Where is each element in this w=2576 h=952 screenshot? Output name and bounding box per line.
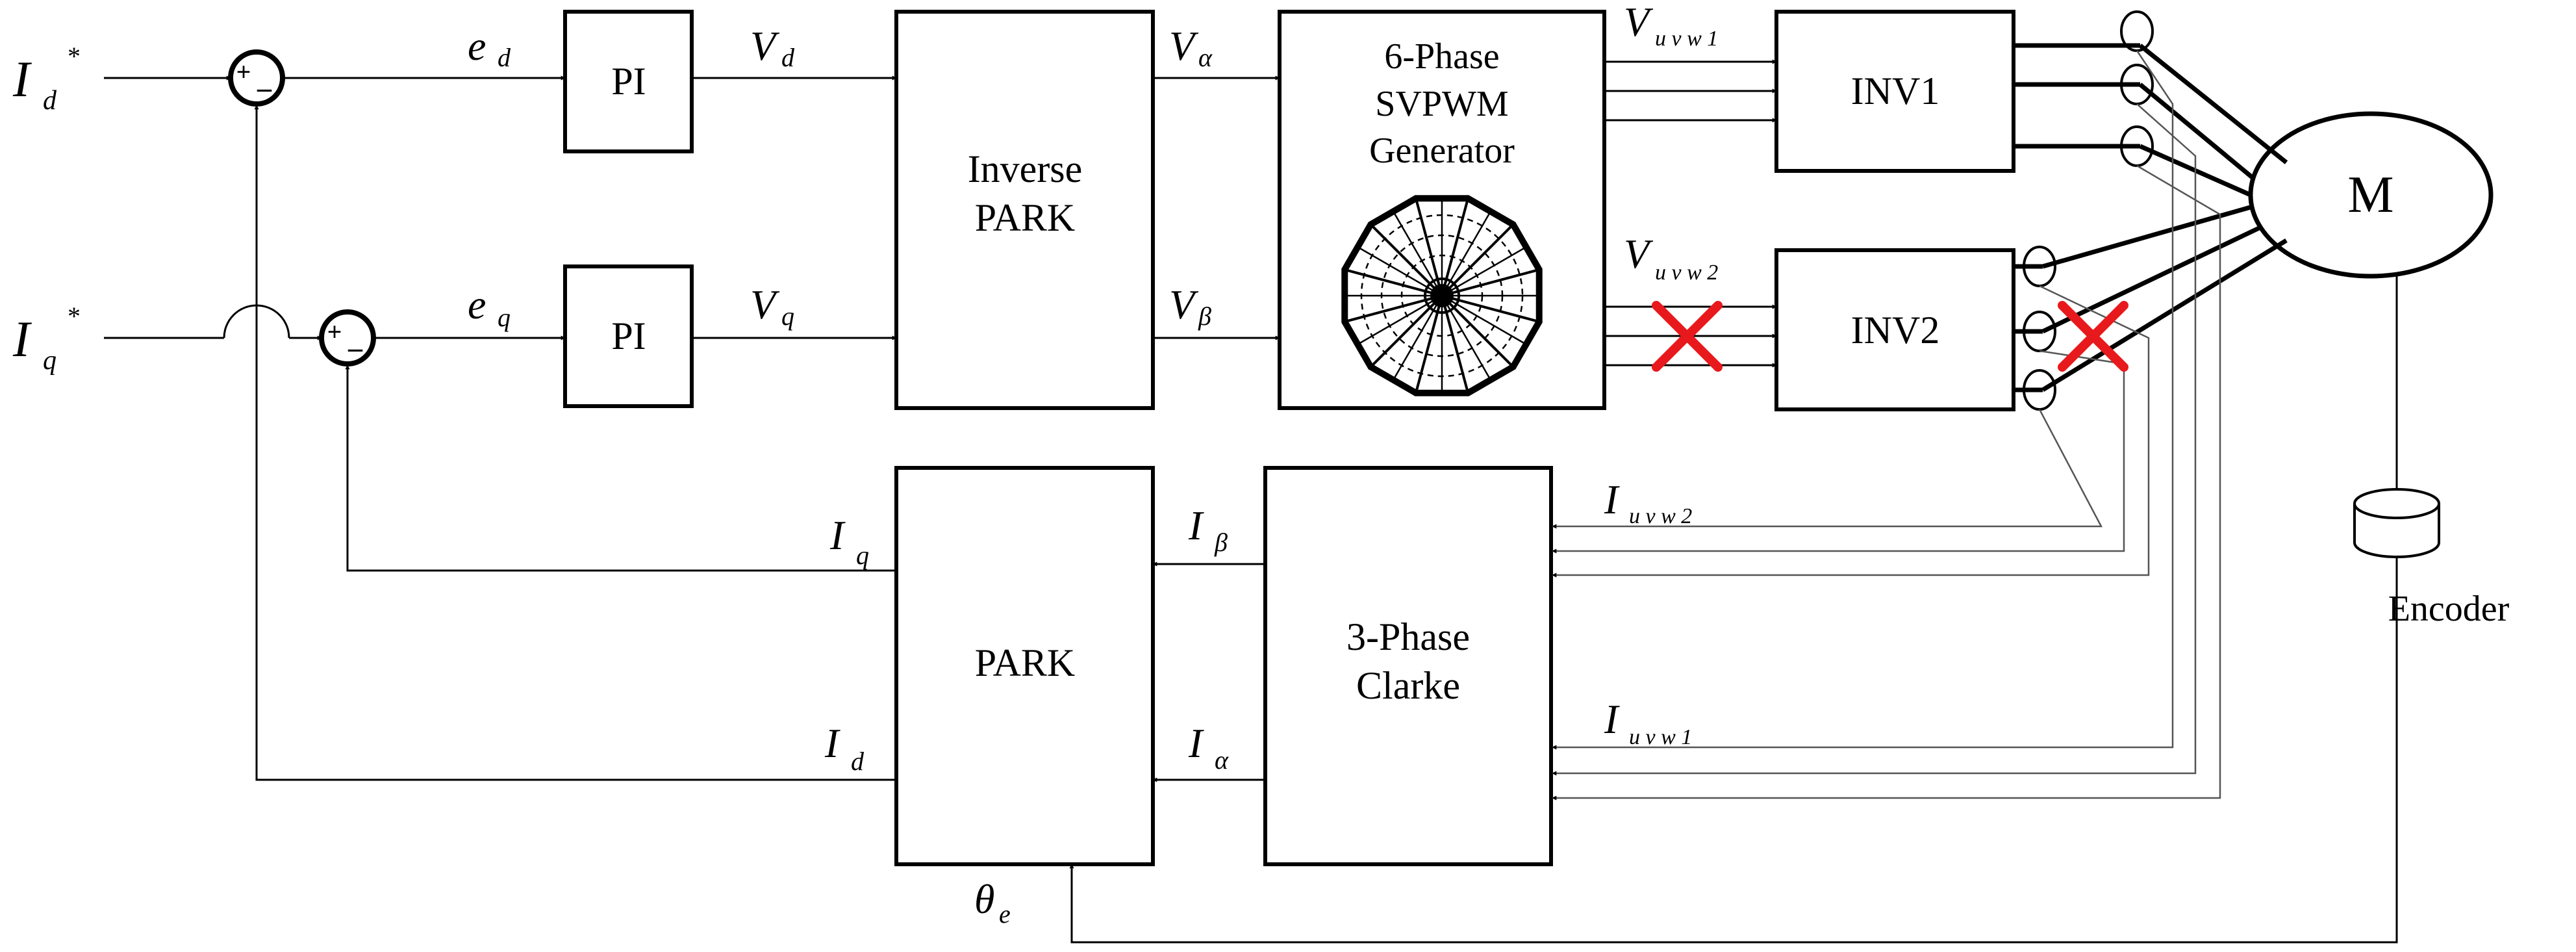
svg-text:*: * xyxy=(68,42,81,71)
svg-text:V: V xyxy=(1624,0,1654,45)
inv2-block: INV2 xyxy=(1774,248,2015,411)
svg-text:u v w 2: u v w 2 xyxy=(1629,504,1692,528)
v-uvw1-label: V u v w 1 xyxy=(1624,0,1718,51)
current-sensors xyxy=(2023,10,2154,411)
svg-text:I: I xyxy=(1604,696,1620,742)
eq-label: e q xyxy=(468,281,511,332)
svg-text:α: α xyxy=(1198,43,1213,72)
svg-text:I: I xyxy=(12,51,32,107)
svg-text:u v w 2: u v w 2 xyxy=(1655,261,1718,285)
current-feedback-wires xyxy=(1552,50,2221,801)
svg-text:θ: θ xyxy=(974,876,994,922)
svg-text:d: d xyxy=(781,43,795,72)
svg-text:d: d xyxy=(43,86,57,116)
clarke-block: 3-Phase Clarke xyxy=(1263,466,1553,866)
svg-text:β: β xyxy=(1198,302,1211,331)
svg-text:q: q xyxy=(43,346,57,376)
svg-text:V: V xyxy=(1169,23,1199,69)
iq-feedback-label: I q xyxy=(829,512,869,570)
pi-q-block: PI xyxy=(563,264,694,408)
svpwm-block: 6-Phase SVPWM Generator xyxy=(1278,10,1606,410)
v-beta-label: V β xyxy=(1169,281,1211,331)
v-uvw2-label: V u v w 2 xyxy=(1624,231,1718,285)
svg-text:α: α xyxy=(1215,745,1229,775)
svg-text:V: V xyxy=(1169,281,1199,328)
park-block: PARK xyxy=(894,466,1155,866)
power-connections xyxy=(2014,43,2288,392)
summer-q: + – xyxy=(319,309,376,367)
signal-wires xyxy=(104,59,2398,944)
iq-ref-label: I q * xyxy=(12,302,81,376)
svg-text:u v w 1: u v w 1 xyxy=(1655,27,1718,51)
svg-text:I: I xyxy=(12,311,32,367)
i-uvw2-label: I u v w 2 xyxy=(1604,476,1692,528)
svg-text:d: d xyxy=(851,747,865,776)
svg-text:I: I xyxy=(1188,720,1204,766)
svg-text:*: * xyxy=(68,302,81,331)
id-ref-label: I d * xyxy=(12,42,81,116)
svg-text:I: I xyxy=(829,512,846,558)
svg-text:I: I xyxy=(1604,476,1620,522)
svg-text:e: e xyxy=(468,23,486,69)
space-vector-diagram-icon xyxy=(1341,195,1543,396)
svg-text:V: V xyxy=(750,281,780,328)
svpwm-label-1: 6-Phase xyxy=(1384,36,1499,77)
svpwm-label-2: SVPWM xyxy=(1375,84,1508,124)
svg-text:d: d xyxy=(498,43,511,72)
svg-text:e: e xyxy=(999,899,1011,929)
inverse-park-label-1: Inverse xyxy=(968,148,1083,190)
summer-d-plus: + xyxy=(236,57,251,86)
encoder-label: Encoder xyxy=(2388,589,2510,629)
i-alpha-label: I α xyxy=(1188,720,1229,775)
i-uvw1-label: I u v w 1 xyxy=(1604,696,1692,749)
clarke-label-1: 3-Phase xyxy=(1346,615,1470,658)
summer-d: + – xyxy=(228,49,285,107)
svg-text:V: V xyxy=(1624,231,1654,277)
v-alpha-label: V α xyxy=(1169,23,1213,72)
inv2-label: INV2 xyxy=(1851,309,1940,352)
theta-e-label: θ e xyxy=(974,876,1011,929)
summer-q-minus: – xyxy=(347,332,363,364)
inv1-block: INV1 xyxy=(1774,10,2015,173)
inv1-label: INV1 xyxy=(1851,70,1940,112)
inv2-output-fault-icon xyxy=(2058,301,2128,372)
pi-d-label: PI xyxy=(611,60,646,103)
svg-text:q: q xyxy=(781,302,794,331)
inv2-input-fault-icon xyxy=(1652,301,1723,372)
inverse-park-block: Inverse PARK xyxy=(894,10,1155,410)
svg-text:e: e xyxy=(468,281,486,328)
svg-text:q: q xyxy=(856,541,869,570)
motor: M xyxy=(2248,111,2494,279)
clarke-label-2: Clarke xyxy=(1356,664,1460,707)
id-feedback-label: I d xyxy=(824,720,865,776)
encoder-icon xyxy=(2353,276,2440,558)
svg-text:I: I xyxy=(824,720,840,766)
inverse-park-label-2: PARK xyxy=(975,196,1076,239)
pi-q-label: PI xyxy=(611,315,646,357)
svpwm-label-3: Generator xyxy=(1369,131,1515,171)
vd-label: V d xyxy=(750,23,795,72)
ed-label: e d xyxy=(468,23,511,72)
i-beta-label: I β xyxy=(1188,502,1228,557)
svg-text:u v w 1: u v w 1 xyxy=(1629,725,1692,749)
svg-text:q: q xyxy=(498,303,511,332)
svg-text:V: V xyxy=(750,23,780,69)
svg-text:β: β xyxy=(1214,528,1228,557)
pi-d-block: PI xyxy=(563,10,694,153)
park-label: PARK xyxy=(975,641,1076,684)
summer-q-plus: + xyxy=(327,317,342,346)
svg-text:I: I xyxy=(1188,502,1204,548)
motor-label: M xyxy=(2347,166,2393,224)
vq-label: V q xyxy=(750,281,794,331)
summer-d-minus: – xyxy=(257,72,272,104)
signal-labels: I d * I q * e d e q V d V q V α xyxy=(12,0,1718,929)
